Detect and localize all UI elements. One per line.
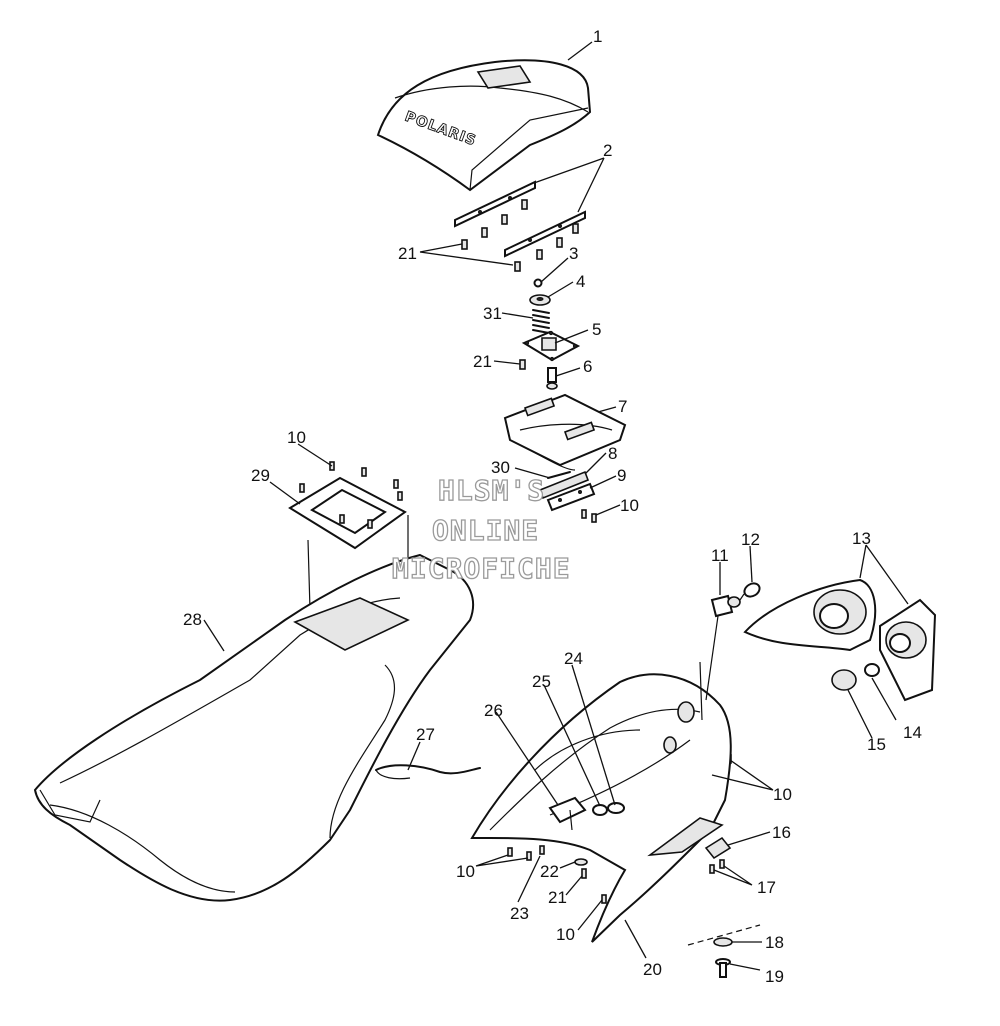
- part-26-bracket: [548, 796, 587, 831]
- callout-2: 2: [603, 141, 612, 160]
- part-2-mounting-strips: [454, 180, 586, 258]
- callout-29: 29: [251, 466, 270, 485]
- part-14-bulb: [864, 663, 880, 677]
- part-1-seat-cowl: POLARIS: [376, 59, 592, 192]
- part-8-hinge: [538, 470, 590, 500]
- part-7-latch-plate: [503, 393, 627, 471]
- callout-8: 8: [608, 444, 617, 463]
- callout-10: 10: [456, 862, 475, 881]
- part-28-seat: [33, 553, 475, 902]
- callout-21: 21: [548, 888, 567, 907]
- part-31-spring: [532, 309, 550, 334]
- part-27-cable: [375, 764, 481, 780]
- callout-10: 10: [556, 925, 575, 944]
- callout-23: 23: [510, 904, 529, 923]
- callout-22: 22: [540, 862, 559, 881]
- callout-labels: 1 2 21 3 4 31 5 21 6 7 10 29 30 8 9 10 1…: [183, 27, 922, 986]
- callout-12: 12: [741, 530, 760, 549]
- callout-18: 18: [765, 933, 784, 952]
- callout-24: 24: [564, 649, 583, 668]
- callout-6: 6: [583, 357, 592, 376]
- callout-10: 10: [287, 428, 306, 447]
- watermark: HLSM'S ONLINE MICROFICHE: [391, 473, 571, 585]
- callout-28: 28: [183, 610, 202, 629]
- part-5-latch-base: [521, 330, 581, 362]
- callout-25: 25: [532, 672, 551, 691]
- part-11-socket: [705, 594, 741, 701]
- part-6-latch-pin: [546, 367, 558, 390]
- callout-21: 21: [398, 244, 417, 263]
- part-21-screws: [461, 199, 579, 370]
- watermark-line-1: HLSM'S: [438, 474, 545, 507]
- part-16-clip: [704, 836, 732, 860]
- part-4-washer: [529, 294, 551, 306]
- part-24-grommet: [607, 802, 625, 814]
- callout-7: 7: [618, 397, 627, 416]
- callout-19: 19: [765, 967, 784, 986]
- leader-lines: [203, 41, 909, 971]
- part-18-nut: [687, 924, 761, 947]
- callout-20: 20: [643, 960, 662, 979]
- callout-5: 5: [592, 320, 601, 339]
- callout-13: 13: [852, 529, 871, 548]
- part-21-screw-lower: [581, 868, 587, 879]
- part-25-grommet: [592, 804, 608, 816]
- callout-16: 16: [772, 823, 791, 842]
- callout-10: 10: [773, 785, 792, 804]
- callout-14: 14: [903, 723, 922, 742]
- callout-3: 3: [569, 244, 578, 263]
- watermark-line-3: MICROFICHE: [392, 552, 571, 585]
- callout-27: 27: [416, 725, 435, 744]
- callout-4: 4: [576, 272, 585, 291]
- part-30-bolt: [547, 471, 571, 479]
- part-22-washer: [574, 858, 588, 866]
- part-13-taillight-housing: [743, 578, 937, 702]
- watermark-line-2: ONLINE: [432, 514, 539, 547]
- part-9-plate: [546, 482, 596, 512]
- part-12-bulb: [739, 582, 761, 601]
- part-29-latch-frame: [288, 476, 409, 620]
- callout-31: 31: [483, 304, 502, 323]
- callout-9: 9: [617, 466, 626, 485]
- part-23-screw: [539, 845, 545, 855]
- callout-26: 26: [484, 701, 503, 720]
- callout-21: 21: [473, 352, 492, 371]
- callout-10: 10: [620, 496, 639, 515]
- callout-1: 1: [593, 27, 602, 46]
- part-19-bolt: [715, 958, 731, 978]
- callout-17: 17: [757, 878, 776, 897]
- callout-11: 11: [711, 546, 729, 565]
- callout-15: 15: [867, 735, 886, 754]
- part-15-lens: [831, 669, 857, 691]
- part-3-nut: [533, 278, 543, 288]
- part-17-screws: [709, 859, 725, 874]
- callout-30: 30: [491, 458, 510, 477]
